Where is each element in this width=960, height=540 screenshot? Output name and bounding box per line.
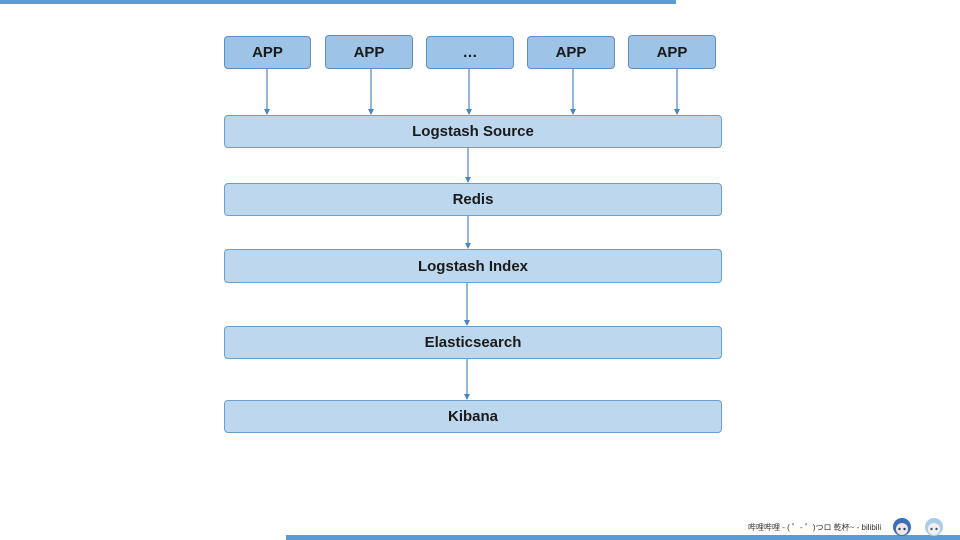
elasticsearch-node: Elasticsearch [224, 326, 722, 359]
app-node-4: APP [628, 35, 716, 69]
logstash-source-node: Logstash Source [224, 115, 722, 148]
redis-node: Redis [224, 183, 722, 216]
node-label: Elasticsearch [424, 334, 522, 351]
app-node-2: APP [325, 35, 413, 69]
app-node-label: APP [555, 44, 587, 61]
mascot-icon [925, 518, 943, 536]
app-node-ellipsis: … [426, 36, 514, 69]
app-node-label: … [462, 44, 478, 61]
node-label: Logstash Index [417, 257, 529, 275]
node-label: Logstash Source [412, 123, 534, 140]
app-node-3: APP [527, 36, 615, 69]
app-node-label: APP [252, 44, 283, 61]
node-label: Kibana [447, 408, 498, 425]
bottom-accent-bar [286, 535, 960, 540]
top-accent-bar [0, 0, 676, 4]
node-label: Redis [452, 191, 494, 208]
app-node-label: APP [353, 43, 385, 61]
mascot-icon [893, 518, 911, 536]
app-node-1: APP [224, 36, 311, 69]
watermark-text: 哔哩哔哩 - ( ゜- ゜)つロ 乾杯~ - bilibili [748, 523, 882, 532]
kibana-node: Kibana [224, 400, 722, 433]
app-node-label: APP [656, 43, 688, 61]
logstash-index-node: Logstash Index [224, 249, 722, 283]
